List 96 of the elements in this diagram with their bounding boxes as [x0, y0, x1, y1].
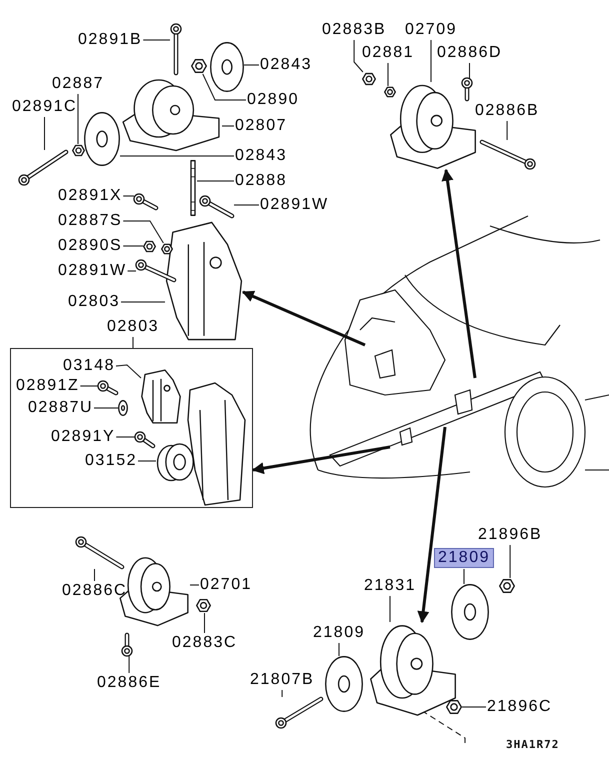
nut [143, 240, 156, 253]
washer [451, 584, 489, 640]
arrow [252, 446, 390, 474]
bushing [156, 443, 194, 481]
part-number: 02891B [78, 31, 142, 49]
leader-line [282, 690, 283, 698]
arrow [442, 168, 476, 378]
leader-line [506, 120, 508, 140]
arrow [417, 426, 446, 624]
part-number: 03148 [63, 357, 115, 375]
nut [384, 86, 396, 98]
leader-line [116, 436, 136, 438]
part-number: 21896B [478, 526, 542, 544]
leader-line [122, 220, 164, 244]
part-number: 21809 [313, 624, 365, 642]
part-number: 02891W [58, 262, 127, 280]
bolt [200, 196, 234, 218]
part-number: 02891C [12, 98, 78, 116]
leader-line [202, 74, 246, 100]
part-number: 02883C [172, 634, 238, 652]
leader-line [354, 40, 364, 72]
engine-mount [368, 622, 458, 717]
part-number: 02891W [260, 196, 329, 214]
nut [161, 243, 173, 255]
highlighted-part-number: 21809 [434, 548, 494, 568]
part-number: 21831 [364, 577, 416, 595]
bolt [275, 697, 323, 729]
part-number: 02701 [200, 576, 252, 594]
part-number: 02890S [58, 237, 122, 255]
part-number: 02887 [52, 75, 104, 93]
part-number: 02709 [405, 21, 457, 39]
leader-line [469, 62, 470, 78]
engine-mount [120, 77, 222, 152]
part-number: 02803 [107, 318, 159, 336]
part-number: 02803 [68, 293, 120, 311]
bolt [170, 24, 182, 74]
leader-line [196, 180, 234, 182]
part-number: 02891Y [51, 428, 116, 446]
nut [446, 699, 462, 715]
part-number: 02886B [475, 102, 540, 120]
kit-frame [10, 348, 253, 508]
part-number: 02886D [437, 44, 502, 62]
part-number: 02888 [235, 172, 287, 190]
part-number: 02881 [362, 44, 414, 62]
washer [118, 400, 128, 416]
part-number: 02887U [28, 399, 94, 417]
leader-line [190, 584, 200, 586]
leader-line [510, 544, 511, 578]
bolt [134, 194, 158, 210]
bolt [98, 381, 118, 395]
part-number: 02883B [322, 21, 386, 39]
bolt [121, 634, 133, 656]
arrow [242, 290, 366, 346]
leader-line [138, 460, 156, 462]
bolt [480, 140, 536, 170]
leader-line [234, 204, 260, 206]
part-number: 02886E [97, 674, 162, 692]
mount-bracket [141, 369, 181, 424]
leader-line [204, 612, 205, 634]
leader-line [430, 40, 432, 82]
drawing-code: 3HA1R72 [506, 738, 560, 751]
leader-line [244, 64, 260, 66]
mount-bracket [165, 220, 243, 342]
bolt [18, 150, 68, 186]
part-number: 21896C [487, 698, 552, 716]
leader-line [116, 364, 142, 378]
part-number: 02887S [58, 212, 122, 230]
part-number: 02807 [235, 117, 287, 135]
part-number: 21807B [250, 671, 314, 689]
part-number: 03152 [85, 452, 137, 470]
bolt [136, 260, 176, 282]
stud-bolt [189, 160, 197, 216]
nut [499, 578, 515, 594]
part-number: 02886C [62, 582, 128, 600]
nut [362, 72, 376, 86]
nut [191, 58, 207, 74]
bolt [135, 432, 155, 448]
washer [210, 42, 244, 92]
bolt [76, 537, 124, 569]
part-number: 02843 [260, 56, 312, 74]
bolt [461, 78, 473, 100]
part-number: 02891X [58, 187, 122, 205]
washer [84, 112, 120, 166]
nut [196, 598, 211, 613]
leader-line [94, 568, 95, 582]
leader-line [132, 336, 134, 348]
part-number: 02891Z [16, 377, 80, 395]
leader-line [127, 270, 136, 272]
leader-line [44, 116, 45, 150]
leader-line [462, 706, 486, 708]
leader-line [338, 642, 340, 656]
nut [72, 144, 85, 157]
washer [325, 656, 363, 712]
part-number: 02890 [247, 91, 299, 109]
leader-line [128, 656, 130, 674]
part-number: 02843 [235, 147, 287, 165]
